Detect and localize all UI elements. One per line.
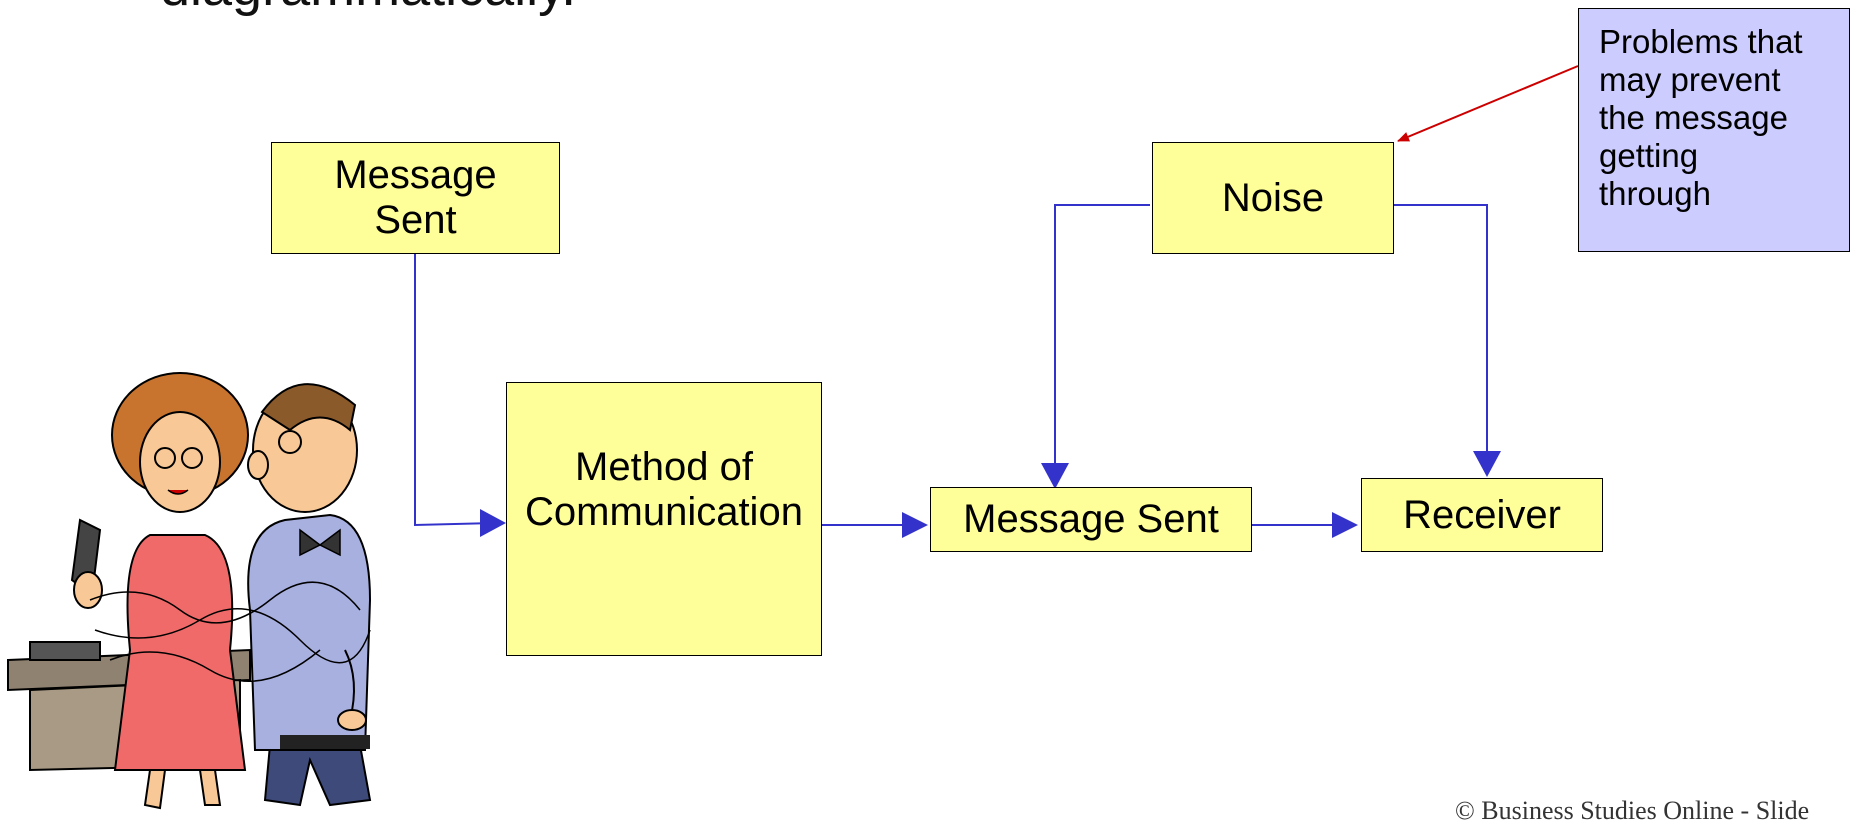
note-line2: may prevent (1599, 60, 1781, 98)
receiver-box: Receiver (1361, 478, 1603, 552)
method-line2: Communication (525, 489, 803, 534)
woman-figure (70, 372, 249, 810)
note-line5: through (1599, 174, 1711, 212)
phone-cord (89, 581, 371, 682)
note-line1: Problems that (1599, 23, 1803, 60)
message-sent-top-line2: Sent (374, 198, 457, 242)
arrowhead-noise-receiver (1473, 451, 1501, 477)
connector-note-to-noise (1397, 65, 1579, 142)
arrowhead-message-sent (902, 512, 928, 538)
man-figure (247, 383, 372, 807)
arrowhead-method (480, 509, 506, 537)
arrowhead-noise-message (1041, 463, 1069, 489)
message-sent-mid-box: Message Sent (930, 487, 1252, 552)
slide-heading: diagrammatically. (160, 0, 576, 14)
problems-note: Problems that may prevent the message ge… (1578, 8, 1850, 252)
connector-noise-to-message (1054, 204, 1150, 470)
message-sent-mid-label: Message Sent (963, 497, 1219, 542)
arrowhead-receiver (1332, 512, 1358, 538)
note-line4: getting (1599, 136, 1699, 174)
noise-label: Noise (1221, 175, 1325, 220)
noise-box: Noise (1152, 142, 1394, 254)
note-line3: the message (1599, 98, 1788, 136)
connector-noise-to-receiver (1392, 204, 1488, 455)
people-on-phone-illustration (7, 372, 372, 810)
receiver-label: Receiver (1403, 492, 1561, 537)
method-line1: Method of (575, 445, 753, 489)
message-sent-top-line1: Message (334, 153, 497, 198)
copyright-footer: © Business Studies Online - Slide (1455, 796, 1810, 825)
connector-message-to-method (414, 253, 496, 527)
